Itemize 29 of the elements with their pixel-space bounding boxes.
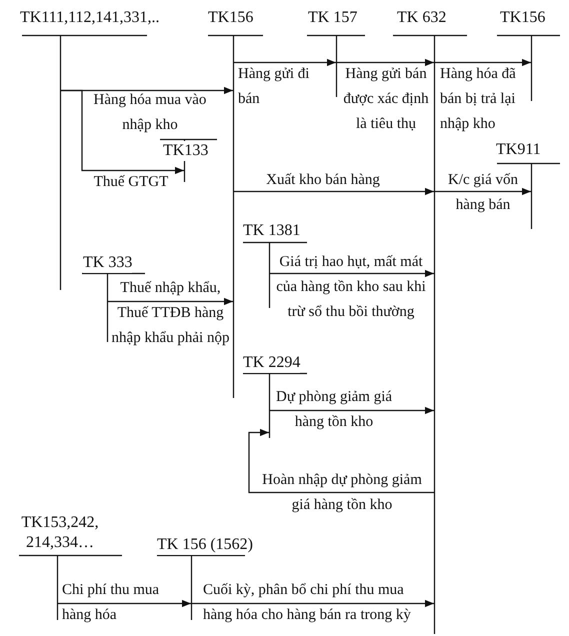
- arrow: [269, 270, 434, 278]
- edge-label: Hàng gửi bán được xác định là tiêu thụ: [342, 65, 430, 134]
- arrow: [60, 90, 184, 174]
- edge-label: Hàng hóa đã bán bị trả lại nhập kho: [440, 65, 517, 134]
- edge-label: Hàng gửi đi bán: [238, 65, 310, 109]
- account-label: TK 2294: [243, 353, 300, 373]
- arrow: [434, 58, 531, 66]
- edge-label: Hàng hóa mua vào nhập kho: [92, 91, 208, 135]
- edge-label: Chi phí thu mua hàng hóa: [62, 581, 160, 625]
- edge-label: Xuất kho bán hàng: [265, 171, 381, 190]
- arrow: [434, 188, 531, 196]
- arrow: [107, 298, 233, 306]
- edge-label: Dự phòng giảm giá hàng tồn kho: [274, 388, 394, 432]
- arrow: [269, 406, 434, 414]
- edge-label: Thuế nhập khẩu, Thuế TTĐB hàng nhập khẩu phải nộp: [110, 279, 230, 348]
- arrow: [248, 428, 434, 494]
- edge-label: Giá trị hao hụt, mất mát của hàng tồn kho sau khi trừ sổ thu bồi thường: [275, 253, 427, 322]
- edge-label: K/c giá vốn hàng bán: [447, 171, 519, 215]
- arrow: [233, 188, 434, 196]
- arrow: [191, 600, 434, 608]
- edge-label: Hoàn nhập dự phòng giảm giá hàng tồn kho: [261, 471, 423, 515]
- arrow: [336, 58, 434, 66]
- edge-label: Cuối kỳ, phân bổ chi phí thu mua hàng hóa cho hàng bán ra trong kỳ: [203, 581, 412, 625]
- account-label: TK 333: [83, 253, 132, 273]
- arrow: [233, 58, 336, 66]
- arrow: [57, 600, 191, 608]
- account-label: TK133: [163, 141, 208, 161]
- account-label: TK 156 (1562): [157, 535, 253, 555]
- edge-label: Thuế GTGT: [92, 173, 170, 192]
